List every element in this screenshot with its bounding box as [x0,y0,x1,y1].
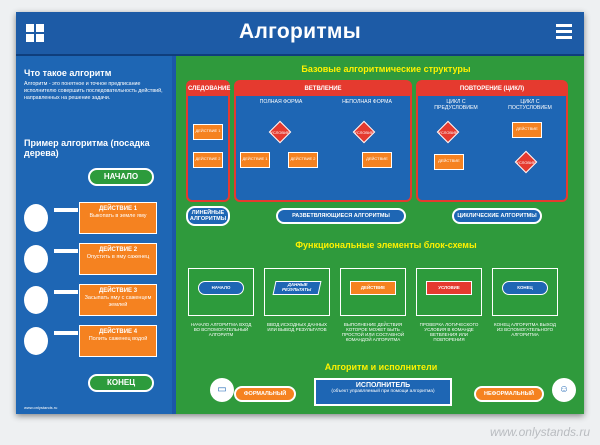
basic-title: Базовые алгоритмические структуры [301,64,471,74]
sequence-panel: СЛЕДОВАНИЕ ДЕЙСТВИЕ 1 ДЕЙСТВИЕ 2 [186,80,230,202]
action-box: ДЕЙСТВИЕ [512,122,542,138]
what-is-title: Что такое алгоритм [24,68,112,78]
sidebar-footer: www.onlystands.ru [24,405,58,410]
watermark: www.onlystands.ru [489,425,590,439]
precondition-label: ЦИКЛ С ПРЕДУСЛОВИЕМ [434,99,478,111]
executor-subtitle: (объект управляемый при помощи алгоритма… [331,389,435,394]
functional-element: ДАННЫЕ РЕЗУЛЬТАТЫ [264,268,330,316]
functional-desc: НАЧАЛО АЛГОРИТМА ВХОД ВО ВСПОМОГАТЕЛЬНЫЙ… [190,322,252,337]
step-text: Полить саженец водой [88,336,148,342]
person-icon [24,286,48,314]
end-shape: КОНЕЦ [502,281,548,295]
executor-box: ИСПОЛНИТЕЛЬ (объект управляемый при помо… [314,378,452,406]
menu-icon[interactable] [556,24,572,40]
executor-label: ИСПОЛНИТЕЛЬ [355,382,411,389]
left-sidebar: Что такое алгоритм Алгоритм - это понятн… [16,56,172,414]
functional-desc: ПРОВЕРКА ЛОГИЧЕСКОГО УСЛОВИЯ В КОМАНДЕ В… [419,322,479,342]
branching-result: РАЗВЕТВЛЯЮЩИЕСЯ АЛГОРИТМЫ [276,208,406,224]
linear-result: ЛИНЕЙНЫЕ АЛГОРИТМЫ [186,206,230,226]
functional-desc: ВВОД ИСХОДНЫХ ДАННЫХ ИЛИ ВЫВОД РЕЗУЛЬТАТ… [266,322,328,332]
condition-label: УСЛОВИЕ [438,130,458,135]
functional-desc: ВЫПОЛНЕНИЕ ДЕЙСТВИЯ КОТОРОЕ МОЖЕТ БЫТЬ П… [341,322,405,342]
action-box: ДЕЙСТВИЕ [362,152,392,168]
definition-text: Алгоритм - это понятное и точное предпис… [24,81,163,101]
full-form-label: ПОЛНАЯ ФОРМА [259,99,303,105]
arrow-icon [54,290,78,294]
arrow-icon [54,249,78,253]
functional-element: УСЛОВИЕ [416,268,482,316]
condition-label: УСЛОВИЕ [354,130,374,135]
condition-shape: УСЛОВИЕ [426,281,472,295]
step-text: Выкопать в земле яму [89,213,147,219]
executor-title: Алгоритм и исполнители [324,362,438,372]
informal-pill: НЕФОРМАЛЬНЫЙ [474,386,544,402]
person-icon: ☺ [552,378,576,402]
grid-icon[interactable] [26,24,44,42]
end-pill: КОНЕЦ [88,374,154,392]
partial-form-label: НЕПОЛНАЯ ФОРМА [342,99,392,105]
sequence-header: СЛЕДОВАНИЕ [188,82,230,96]
data-shape: ДАННЫЕ РЕЗУЛЬТАТЫ [272,281,322,295]
person-icon [24,245,48,273]
step-label: ДЕЙСТВИЕ 3 [98,288,138,294]
step-label: ДЕЙСТВИЕ 2 [98,247,138,253]
start-pill: НАЧАЛО [88,168,154,186]
person-icon [24,204,48,232]
functional-element: НАЧАЛО [188,268,254,316]
formal-pill: ФОРМАЛЬНЫЙ [234,386,296,402]
right-content: Базовые алгоритмические структуры СЛЕДОВ… [176,56,584,414]
example-title: Пример алгоритма (посадка дерева) [24,138,150,158]
step-text: Опустить в яму саженец [86,254,150,260]
header: Алгоритмы [16,12,584,56]
arrow-icon [54,331,78,335]
action-box: ДЕЙСТВИЕ 1 [240,152,270,168]
cycle-header: ПОВТОРЕНИЕ (ЦИКЛ) [418,82,566,96]
condition-label: УСЛОВИЕ [270,130,290,135]
person-icon [24,327,48,355]
start-shape: НАЧАЛО [198,281,244,295]
condition-label: УСЛОВИЕ [516,160,536,165]
page-title: Алгоритмы [239,20,361,43]
postcondition-label: ЦИКЛ С ПОСТУСЛОВИЕМ [508,99,552,111]
action-box: ДЕЙСТВИЕ [434,154,464,170]
action-box: ДЕЙСТВИЕ 1 [193,124,223,140]
action-shape: ДЕЙСТВИЕ [350,281,396,295]
arrow-icon [54,208,78,212]
branching-header: ВЕТВЛЕНИЕ [236,82,410,96]
step-text: Засыпать яму с саженцем землей [84,295,152,308]
branching-panel: ВЕТВЛЕНИЕ ПОЛНАЯ ФОРМА НЕПОЛНАЯ ФОРМА УС… [234,80,412,202]
step-label: ДЕЙСТВИЕ 4 [98,329,138,335]
step-label: ДЕЙСТВИЕ 1 [98,206,138,212]
functional-desc: КОНЕЦ АЛГОРИТМА ВЫХОД ИЗ ВСПОМОГАТЕЛЬНОГ… [494,322,556,337]
functional-element: ДЕЙСТВИЕ [340,268,406,316]
functional-element: КОНЕЦ [492,268,558,316]
poster: Алгоритмы Что такое алгоритм Алгоритм - … [16,12,584,414]
action-box: ДЕЙСТВИЕ 2 [193,152,223,168]
computer-icon: ▭ [210,378,234,402]
cycle-panel: ПОВТОРЕНИЕ (ЦИКЛ) ЦИКЛ С ПРЕДУСЛОВИЕМ ЦИ… [416,80,568,202]
cyclic-result: ЦИКЛИЧЕСКИЕ АЛГОРИТМЫ [452,208,542,224]
functional-title: Функциональные элементы блок-схемы [295,240,477,250]
action-box: ДЕЙСТВИЕ 2 [288,152,318,168]
